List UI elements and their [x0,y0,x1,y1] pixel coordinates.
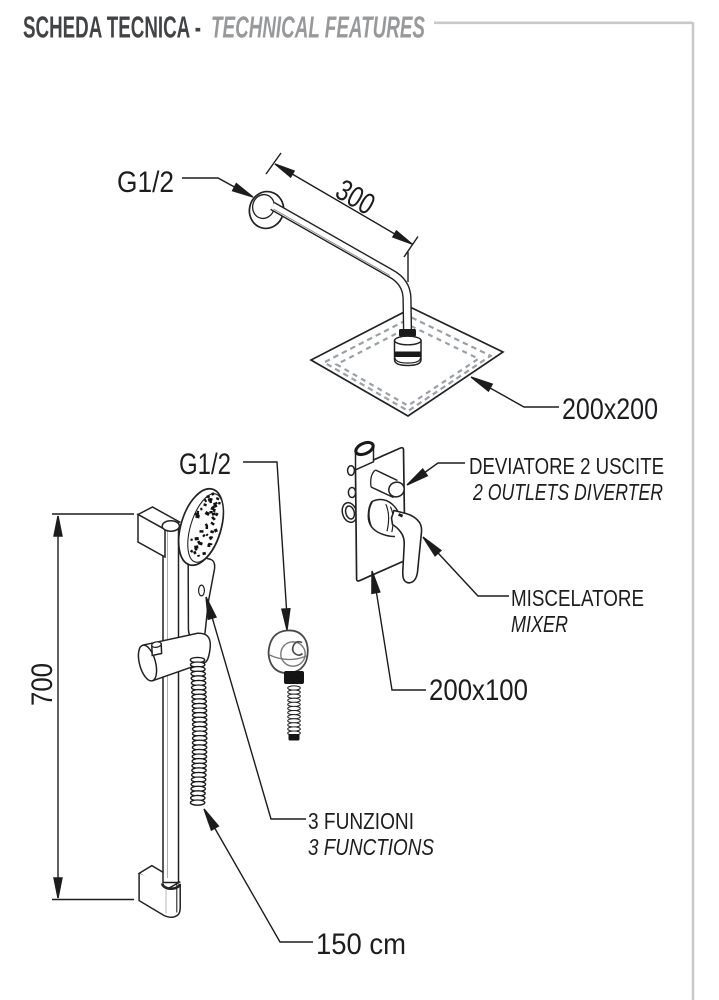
svg-text:3 FUNCTIONS: 3 FUNCTIONS [308,834,435,860]
svg-text:200x200: 200x200 [562,393,658,426]
svg-text:DEVIATORE 2 USCITE: DEVIATORE 2 USCITE [469,453,664,479]
svg-text:G1/2: G1/2 [179,448,231,481]
svg-text:SCHEDA TECNICA -: SCHEDA TECNICA - [23,11,201,45]
svg-text:TECHNICAL FEATURES: TECHNICAL FEATURES [211,11,425,45]
svg-text:G1/2: G1/2 [117,166,174,199]
svg-text:2 OUTLETS DIVERTER: 2 OUTLETS DIVERTER [472,479,663,505]
svg-text:MISCELATORE: MISCELATORE [511,585,644,611]
svg-text:150 cm: 150 cm [316,928,406,961]
svg-text:3 FUNZIONI: 3 FUNZIONI [308,808,414,834]
svg-text:700: 700 [26,663,59,706]
svg-text:200x100: 200x100 [429,674,528,707]
svg-text:MIXER: MIXER [511,611,568,637]
